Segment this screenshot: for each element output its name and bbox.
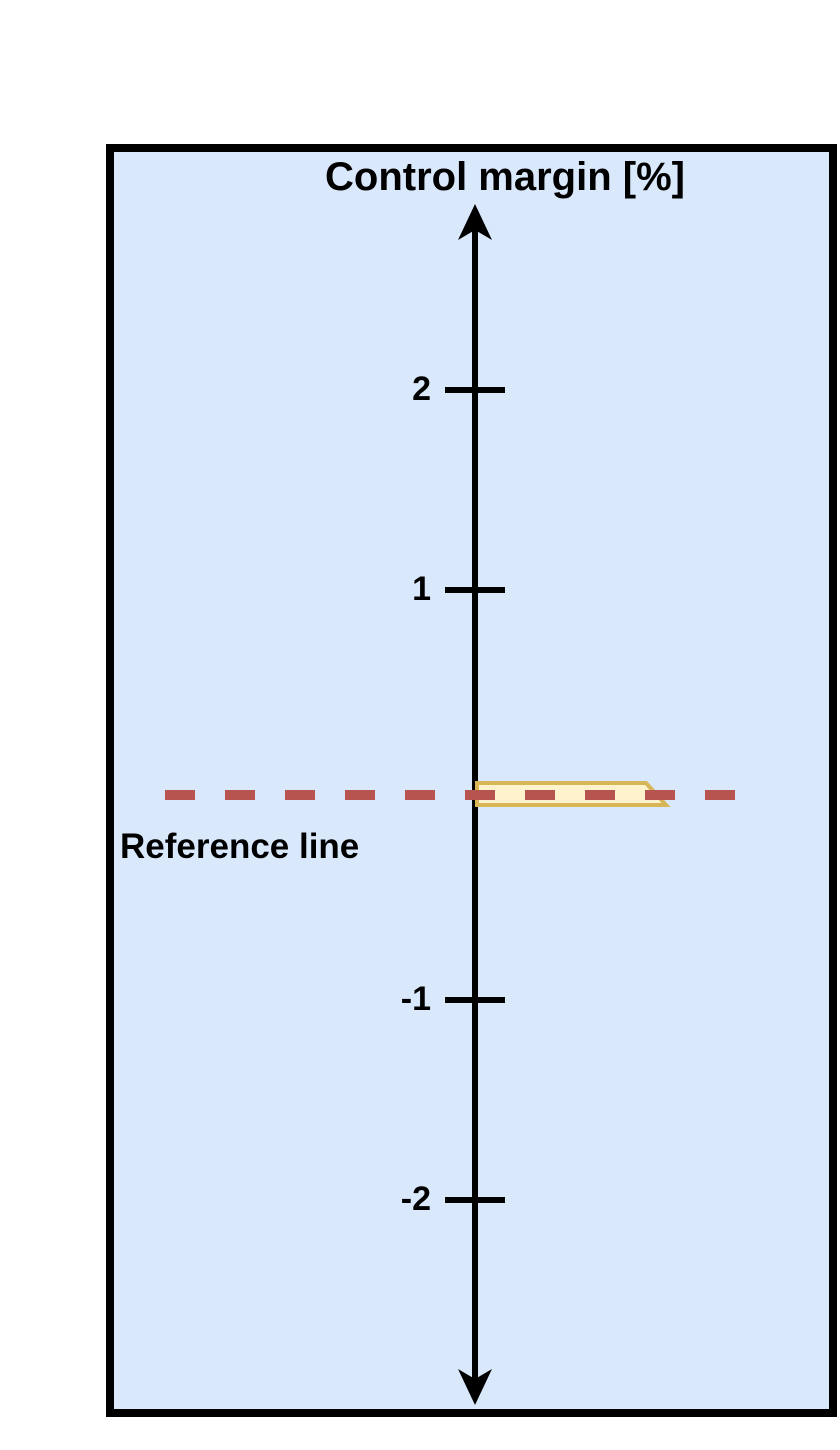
axis-arrow-bottom-icon [458, 1369, 492, 1405]
tick-label: -2 [401, 1180, 431, 1218]
diagram-panel [106, 144, 837, 1417]
axis-title: Control margin [%] [325, 155, 685, 199]
reference-line-label: Reference line [120, 827, 359, 866]
axis-arrow-top-icon [458, 204, 492, 240]
tick-label: 1 [412, 570, 431, 608]
tick-label: -1 [401, 980, 431, 1018]
tick-label: 2 [412, 370, 431, 408]
tick-group: 2 1 -1 -2 [401, 370, 505, 1218]
margin-band [475, 781, 671, 807]
